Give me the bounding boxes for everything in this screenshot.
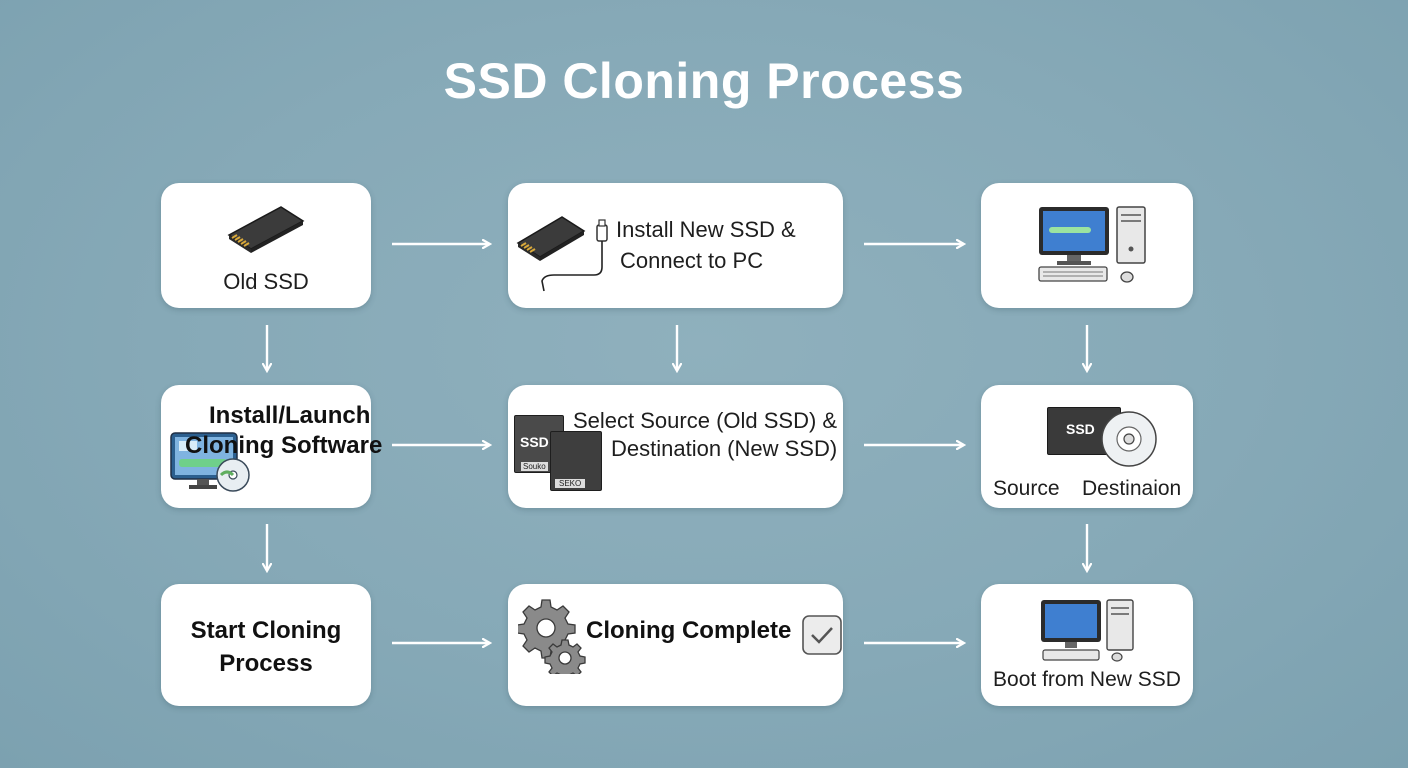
step-label-line2: Connect to PC [620,248,764,273]
ssd-cable-icon [516,216,608,292]
step-select-source-destination: SSD Souko SEKO Select Source (Old SSD) &… [508,385,843,508]
gears-icon [518,599,586,674]
ssd-chip-icon: SEKO [550,431,602,491]
ssd-icon [227,206,305,253]
step-label-line1: Install/Launch [209,402,371,429]
step-source-destination: SSD Source Destinaion [981,385,1193,508]
step-boot-new-ssd: Boot from New SSD [981,584,1193,706]
diagram-title: SSD Cloning Process [443,53,965,109]
software-disc-icon [170,432,250,492]
source-label: Source [993,477,1060,500]
step-label-line1: Install New SSD & [616,217,796,242]
step-label: Old SSD [223,269,309,294]
step-label: Boot from New SSD [993,668,1181,691]
step-start-cloning: Start Cloning Process [161,584,371,706]
destination-label: Destinaion [1082,477,1182,500]
step-cloning-complete: Cloning Complete [508,584,843,706]
step-label-line2: Cloning Software [185,432,383,459]
step-label: Cloning Complete [586,617,792,644]
step-install-new-ssd: Install New SSD & Connect to PC [508,183,843,308]
step-pc-connected [981,183,1193,308]
step-label-line1: Select Source (Old SSD) & [573,408,838,433]
checkmark-icon [802,615,842,655]
step-label-line1: Start Cloning [190,617,342,644]
step-old-ssd: Old SSD [161,183,371,308]
step-label-line2: Destination (New SSD) [611,436,838,461]
ssd-chip-label: SSD [520,434,549,450]
ssd-chip-sublabel: Souko [521,462,548,471]
ssd-drive-label: SSD [1066,421,1095,437]
step-install-launch: Install/Launch Cloning Software [161,385,382,508]
desktop-pc-icon [1041,599,1134,662]
disc-icon [1101,411,1157,467]
ssd-chip-sublabel: SEKO [555,479,586,488]
step-label-line2: Process [219,650,313,677]
desktop-pc-icon [1038,206,1146,283]
